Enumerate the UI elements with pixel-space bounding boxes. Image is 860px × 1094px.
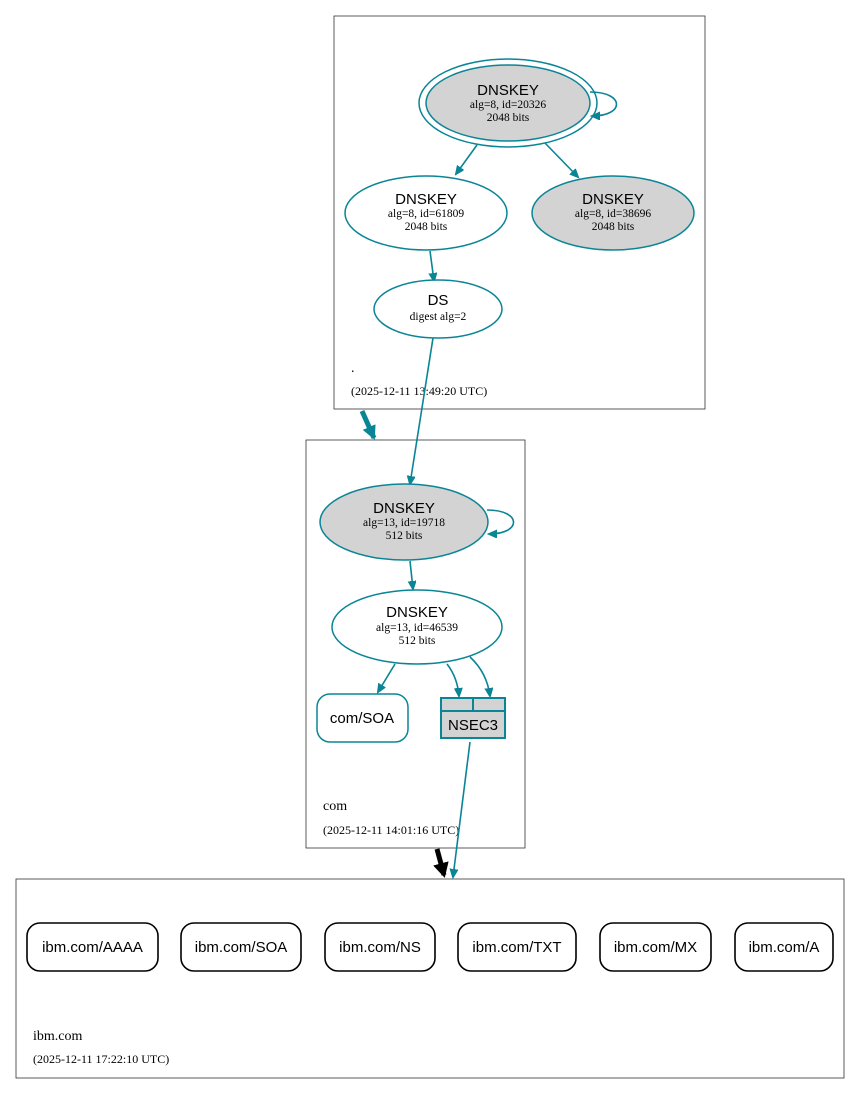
root-ksk-node[interactable]: DNSKEY alg=8, id=20326 2048 bits	[418, 58, 598, 148]
edge-root-zsk1-ds	[430, 250, 434, 281]
com-ksk-title: DNSKEY	[373, 500, 435, 517]
root-zsk1-node[interactable]: DNSKEY alg=8, id=61809 2048 bits	[344, 175, 508, 251]
zone-com-name: com	[323, 799, 347, 814]
ibm-record-ns-label: ibm.com/NS	[339, 939, 421, 956]
edge-com-zsk-soa	[378, 663, 396, 692]
zone-ibm-box	[15, 878, 845, 1079]
com-nsec3-label: NSEC3	[448, 717, 498, 734]
root-zsk2-title: DNSKEY	[582, 191, 644, 208]
com-zsk-line2: 512 bits	[399, 635, 436, 647]
delegation-arrow-root-com	[359, 409, 377, 440]
edge-root-ksk-self	[590, 91, 618, 116]
zone-root-timestamp: (2025-12-11 13:49:20 UTC)	[351, 384, 487, 398]
ibm-record-ns[interactable]: ibm.com/NS	[324, 922, 436, 972]
root-zsk1-title: DNSKEY	[395, 191, 457, 208]
com-ksk-line2: 512 bits	[386, 530, 423, 542]
edge-com-ksk-self	[487, 509, 515, 534]
com-zsk-title: DNSKEY	[386, 604, 448, 621]
edge-com-zsk-nsec3-a	[446, 663, 459, 696]
com-soa-label: com/SOA	[330, 710, 394, 727]
ibm-record-a[interactable]: ibm.com/A	[734, 922, 834, 972]
zone-ibm-timestamp: (2025-12-11 17:22:10 UTC)	[33, 1052, 169, 1066]
root-ksk-title: DNSKEY	[477, 82, 539, 99]
root-ksk-line1: alg=8, id=20326	[470, 99, 546, 111]
ibm-record-aaaa-label: ibm.com/AAAA	[42, 939, 143, 956]
ibm-record-soa-label: ibm.com/SOA	[195, 939, 288, 956]
ibm-record-txt-label: ibm.com/TXT	[472, 939, 561, 956]
root-ds-line1: digest alg=2	[410, 311, 467, 323]
edge-ds-com-ksk	[410, 337, 434, 484]
com-zsk-line1: alg=13, id=46539	[376, 622, 458, 634]
ibm-record-txt[interactable]: ibm.com/TXT	[457, 922, 577, 972]
zone-root-name: .	[351, 361, 355, 376]
zone-ibm-name: ibm.com	[33, 1029, 82, 1044]
edge-com-zsk-nsec3-b	[469, 656, 490, 696]
edge-root-ksk-zsk2	[544, 142, 578, 177]
ibm-record-mx[interactable]: ibm.com/MX	[599, 922, 712, 972]
com-nsec3-node[interactable]: NSEC3	[440, 697, 506, 739]
root-ds-node[interactable]: DS digest alg=2	[373, 279, 503, 339]
root-zsk2-line1: alg=8, id=38696	[575, 208, 651, 220]
root-zsk2-node[interactable]: DNSKEY alg=8, id=38696 2048 bits	[531, 175, 695, 251]
com-zsk-node[interactable]: DNSKEY alg=13, id=46539 512 bits	[331, 589, 503, 665]
ibm-record-soa[interactable]: ibm.com/SOA	[180, 922, 302, 972]
root-zsk1-line1: alg=8, id=61809	[388, 208, 464, 220]
delegation-arrow-com-ibm	[433, 848, 449, 878]
root-zsk1-line2: 2048 bits	[405, 221, 448, 233]
com-ksk-line1: alg=13, id=19718	[363, 517, 445, 529]
root-zsk2-line2: 2048 bits	[592, 221, 635, 233]
edge-com-ksk-zsk	[410, 560, 413, 589]
edge-root-ksk-zsk1	[456, 144, 478, 174]
com-soa-node[interactable]: com/SOA	[316, 693, 409, 743]
edge-nsec3-ibm	[453, 741, 471, 877]
zone-com-timestamp: (2025-12-11 14:01:16 UTC)	[323, 823, 459, 837]
com-ksk-node[interactable]: DNSKEY alg=13, id=19718 512 bits	[319, 483, 489, 561]
ibm-record-mx-label: ibm.com/MX	[614, 939, 697, 956]
root-ds-title: DS	[428, 292, 449, 309]
ibm-record-a-label: ibm.com/A	[749, 939, 820, 956]
root-ksk-line2: 2048 bits	[487, 112, 530, 124]
ibm-record-aaaa[interactable]: ibm.com/AAAA	[26, 922, 159, 972]
